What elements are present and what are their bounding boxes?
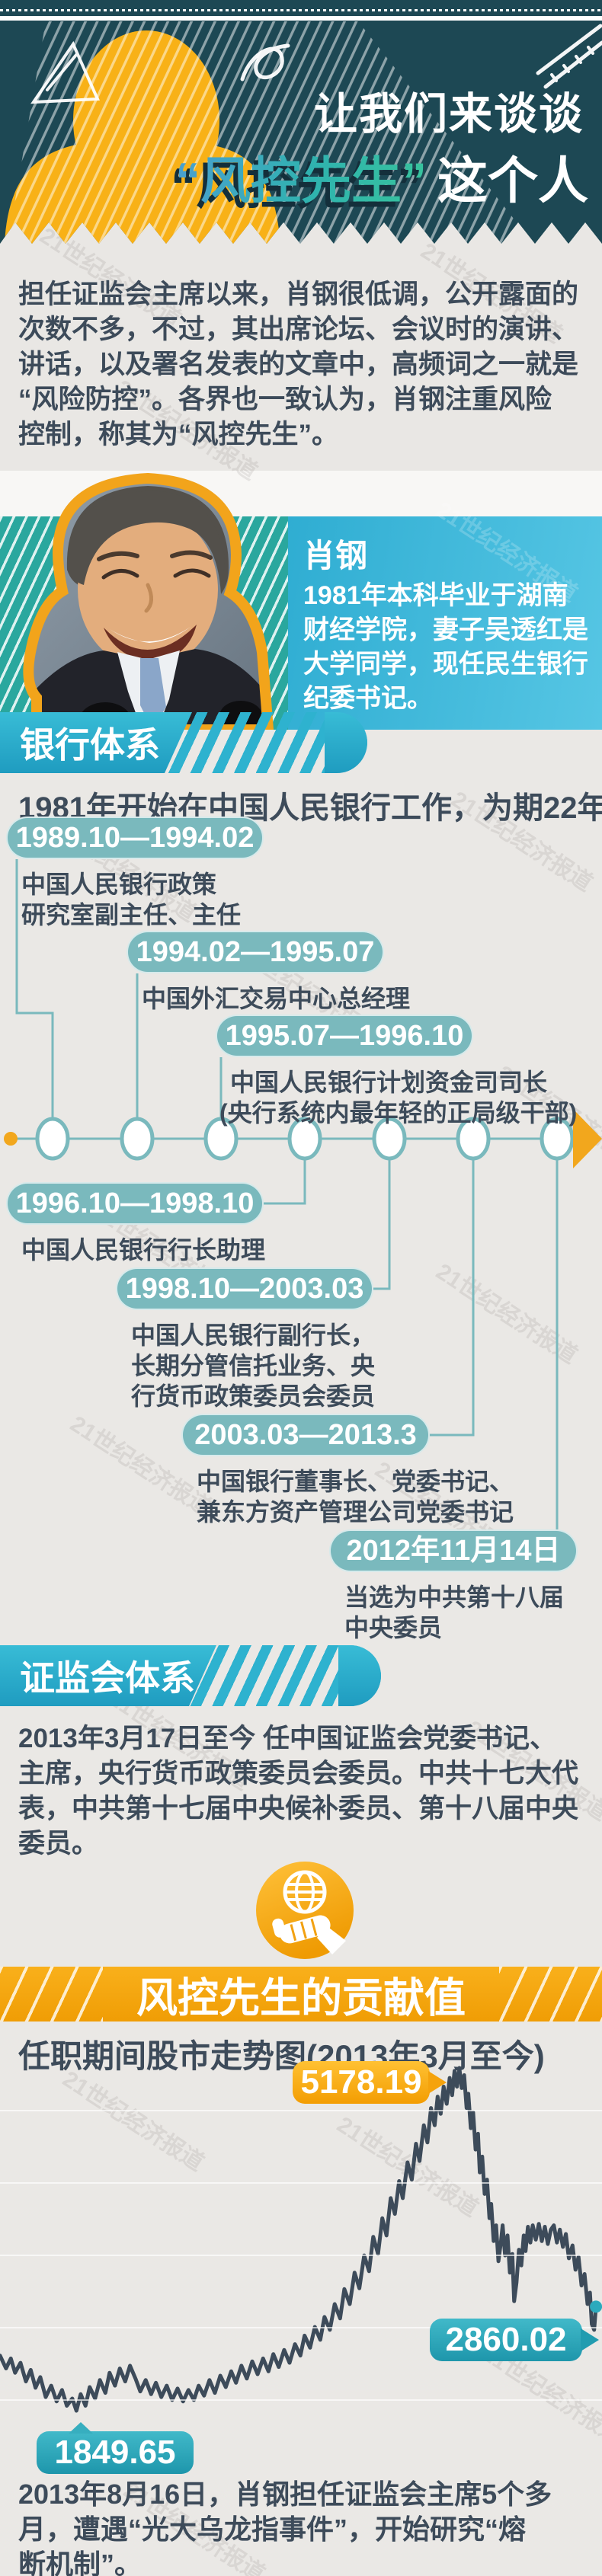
chart-gridline	[0, 2327, 602, 2328]
tie	[140, 658, 166, 730]
profile-bio-line: 财经学院，妻子吴透红是	[303, 615, 588, 644]
timeline-role: 当选为中共第十八届	[344, 1584, 565, 1611]
timeline-role: 中国银行董事长、党委书记、	[197, 1468, 514, 1495]
intro-text-line: 次数不多，不过，其出席论坛、会议时的演讲、	[18, 315, 579, 344]
csrc-banner-label: 证监会体系	[20, 1658, 195, 1698]
timeline-role: (央行系统内最年轻的正局级干部)	[219, 1099, 578, 1127]
triangle-ruler-icon	[30, 40, 101, 104]
timeline-period-pill: 1998.10—2003.03	[116, 1267, 373, 1310]
scribble-icon	[240, 43, 290, 81]
contribution-banner: 风控先生的贡献值	[0, 1967, 602, 2021]
headline-highlight-shadow: “风控先生”	[171, 145, 422, 219]
banner-solid	[0, 1645, 216, 1706]
headline-line2: “风控先生” “风控先生” 这个人	[171, 140, 588, 214]
dotted-rule	[0, 9, 602, 11]
timeline-role: 研究室副主任、主任	[21, 901, 242, 928]
timeline-nodes	[35, 1117, 575, 1161]
bank-banner-label: 银行体系	[20, 725, 160, 765]
footer-text-line: 月，遭遇“光大乌龙指事件”，开始研究“熔	[18, 2514, 527, 2545]
peak-value-callout: 5178.19	[293, 2061, 447, 2104]
profile-bio-line: 大学同学，现任民生银行	[303, 650, 588, 679]
photo-orange-outline	[23, 472, 274, 730]
chart-title: 任职期间股市走势图(2013年3月至今)	[18, 2038, 545, 2074]
timeline-arrow-icon	[573, 1109, 602, 1168]
csrc-section-banner: 证监会体系	[0, 1645, 381, 1706]
low-value-callout: 1849.65	[37, 2422, 194, 2474]
headline-rest: 这个人	[437, 152, 588, 209]
intro-text-line: 担任证监会主席以来，肖钢很低调，公开露面的	[18, 280, 579, 309]
timeline-period-pill: 1996.10—1998.10	[6, 1182, 264, 1225]
timeline-role: 中国人民银行行长助理	[21, 1236, 266, 1264]
footer-text-line: 2013年8月16日，肖钢担任证监会主席5个多	[18, 2479, 552, 2510]
profile-name: 肖钢	[303, 538, 368, 574]
timeline-role: 行货币政策委员会委员	[131, 1382, 376, 1410]
profile-bio-line: 纪委书记。	[303, 684, 433, 713]
timeline-period-pill: 1995.07—1996.10	[216, 1015, 473, 1057]
intro-section-background	[0, 229, 602, 471]
banner-solid	[0, 712, 192, 773]
chart-gridline	[0, 2399, 602, 2401]
eye	[173, 568, 211, 578]
timeline-role: 中国人民银行副行长，	[131, 1322, 376, 1349]
intro-text-line: 讲话，以及署名发表的文章中，高频词之一就是	[18, 350, 579, 379]
timeline-role: 长期分管信托业务、央	[131, 1352, 376, 1379]
end-value-callout: 2860.02	[430, 2319, 599, 2361]
stock-price-line	[0, 2066, 598, 2413]
timeline-role: 中国人民银行计划资金司司长	[230, 1069, 548, 1096]
bank-section-banner: 银行体系	[0, 712, 367, 773]
csrc-text-line: 2013年3月17日至今 任中国证监会党委书记、	[18, 1724, 556, 1753]
timeline-start-dot	[4, 1132, 18, 1146]
timeline-period-pill: 1989.10—1994.02	[6, 817, 264, 859]
chart-gridline	[0, 2255, 602, 2256]
csrc-text-line: 表，中共第十七届中央候补委员、第十八届中央	[18, 1794, 579, 1823]
footer-text-line: 断机制”。	[18, 2549, 142, 2576]
contribution-banner-label: 风控先生的贡献值	[136, 1975, 466, 2021]
ruler-icon	[536, 24, 602, 89]
headline-line1: 让我们来谈谈	[314, 90, 584, 139]
solid-rule	[0, 16, 602, 21]
globe-in-hand-icon	[256, 1862, 354, 1959]
header-banner: 让我们来谈谈 “风控先生” “风控先生” 这个人	[0, 0, 602, 244]
banner-cap	[338, 1645, 381, 1706]
intro-text-line: 控制，称其为“风控先生”。	[18, 420, 339, 449]
timeline-period-pill: 1994.02—1995.07	[126, 931, 384, 973]
headline-highlight: “风控先生”	[175, 152, 427, 209]
timeline-role: 兼东方资产管理公司党委书记	[197, 1498, 514, 1526]
eye	[101, 569, 139, 580]
timeline-role: 中国外汇交易中心总经理	[142, 985, 411, 1012]
profile-bio-line: 1981年本科毕业于湖南	[303, 581, 568, 610]
timeline-period-pill: 2012年11月14日	[329, 1529, 578, 1572]
csrc-text-line: 委员。	[18, 1829, 99, 1858]
intro-text-line: “风险防控”。各界也一致认为，肖钢注重风险	[18, 385, 552, 414]
header-artwork	[5, 21, 602, 244]
timeline-role: 中央委员	[344, 1614, 443, 1641]
timeline-role: 中国人民银行政策	[21, 871, 217, 898]
stock-end-dot	[590, 2300, 602, 2313]
chart-gridline	[0, 2182, 602, 2184]
chart-gridline	[0, 2110, 602, 2111]
timeline-period-pill: 2003.03—2013.3	[181, 1414, 430, 1456]
profile-info-box	[288, 516, 602, 730]
csrc-text-line: 主席，央行货币政策委员会委员。中共十七大代	[18, 1759, 579, 1788]
